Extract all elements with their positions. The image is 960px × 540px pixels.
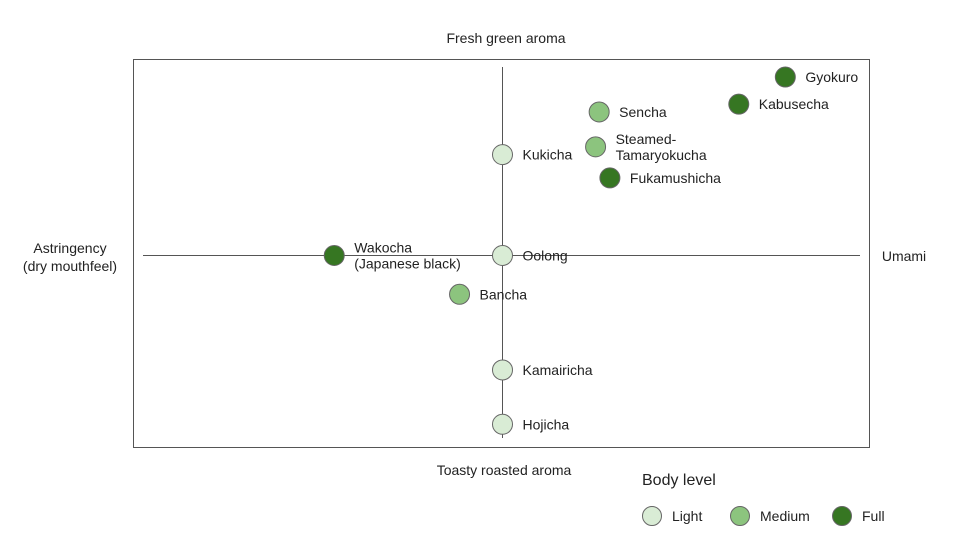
point-kabusecha: Kabusecha: [728, 93, 829, 115]
point-gyokuro: Gyokuro: [774, 66, 858, 88]
point-marker-gyokuro: [774, 66, 796, 88]
point-marker-bancha: [449, 283, 471, 305]
point-hojicha: Hojicha: [492, 413, 570, 435]
axis-title-left: Astringency (dry mouthfeel): [22, 240, 118, 274]
legend-label-medium: Medium: [760, 508, 810, 524]
plot-frame: [133, 59, 870, 448]
point-label-wakocha: Wakocha(Japanese black): [354, 240, 461, 272]
legend-title: Body level: [642, 472, 716, 489]
point-label-bancha: Bancha: [480, 286, 528, 302]
point-bancha: Bancha: [449, 283, 528, 305]
legend-swatch-medium: [730, 506, 750, 526]
point-label-fukamushicha: Fukamushicha: [630, 170, 721, 186]
point-marker-hojicha: [492, 413, 513, 435]
axis-title-bottom: Toasty roasted aroma: [436, 462, 572, 478]
point-marker-kukicha: [492, 144, 513, 166]
point-fukamushicha: Fukamushicha: [599, 167, 721, 189]
point-label-oolong: Oolong: [523, 248, 568, 264]
point-steamed: Steamed-Tamaryokucha: [585, 131, 707, 163]
point-kukicha: Kukicha: [492, 144, 573, 166]
point-label-sencha: Sencha: [619, 104, 667, 120]
point-label-hojicha: Hojicha: [523, 416, 570, 432]
legend-label-full: Full: [862, 508, 885, 524]
point-marker-wakocha: [323, 245, 345, 266]
point-label-kabusecha: Kabusecha: [759, 96, 829, 112]
legend-label-light: Light: [672, 508, 703, 524]
point-oolong: Oolong: [492, 245, 568, 266]
points-layer: GyokuroKabusechaSenchaSteamed-Tamaryokuc…: [323, 66, 858, 435]
legend-swatch-light: [642, 506, 662, 526]
point-label-kamairicha: Kamairicha: [523, 362, 593, 378]
point-marker-steamed: [585, 136, 607, 158]
point-label-gyokuro: Gyokuro: [805, 69, 858, 85]
axis-title-top: Fresh green aroma: [446, 30, 566, 46]
legend-item-light: Light: [642, 504, 702, 528]
point-marker-kamairicha: [492, 359, 513, 381]
point-marker-kabusecha: [728, 93, 750, 115]
point-wakocha: Wakocha(Japanese black): [323, 240, 461, 272]
point-kamairicha: Kamairicha: [492, 359, 593, 381]
point-sencha: Sencha: [588, 101, 667, 123]
point-label-kukicha: Kukicha: [523, 147, 573, 163]
point-marker-fukamushicha: [599, 167, 621, 189]
point-marker-oolong: [492, 245, 513, 266]
point-label-steamed: Steamed-Tamaryokucha: [616, 131, 707, 163]
point-marker-sencha: [588, 101, 610, 123]
legend-item-full: Full: [832, 504, 885, 528]
legend-swatch-full: [832, 506, 852, 526]
legend-item-medium: Medium: [730, 504, 810, 528]
axis-title-right: Umami: [881, 248, 927, 264]
